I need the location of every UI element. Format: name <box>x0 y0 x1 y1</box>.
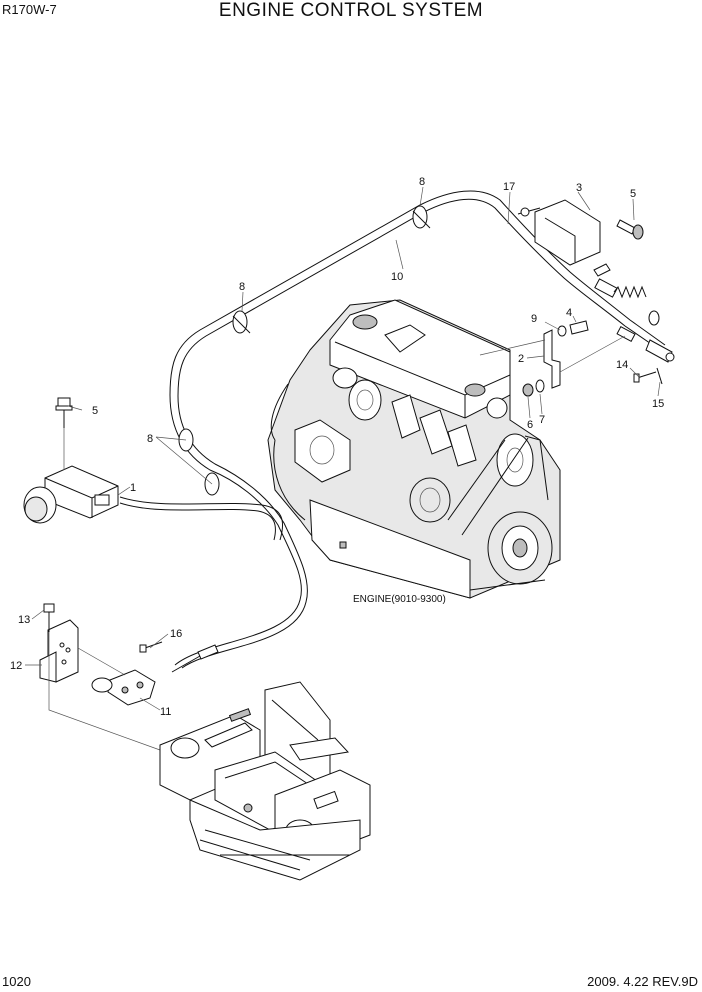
bolt-5-left <box>55 397 73 470</box>
nut-6 <box>522 383 534 397</box>
cable-rod-end <box>616 326 675 363</box>
leader-lines <box>25 186 661 711</box>
cable-clamp-mid <box>232 310 251 334</box>
lever-bracket <box>543 329 561 389</box>
washer-7 <box>535 379 545 393</box>
callout-14: 14 <box>616 359 628 371</box>
bracket-nut <box>593 263 611 277</box>
bolt-5-top <box>616 219 644 240</box>
callout-8: 8 <box>419 176 425 188</box>
model-label: R170W-7 <box>2 2 57 17</box>
dial-cable-2 <box>119 502 276 541</box>
bolt-14 <box>633 371 657 383</box>
pin-15 <box>656 367 663 385</box>
washer-9 <box>557 325 567 337</box>
revision-label: 2009. 4.22 REV.9D <box>587 974 698 989</box>
callout-9: 9 <box>531 313 537 325</box>
cable-clamp-upper <box>412 205 431 229</box>
callout-1: 1 <box>130 482 136 494</box>
callout-5: 5 <box>630 188 636 200</box>
dial-cable <box>119 496 284 541</box>
callout-13: 13 <box>18 614 30 626</box>
callout-11: 11 <box>160 706 171 718</box>
cable-spring-end <box>594 278 660 326</box>
bolt-4 <box>569 320 589 335</box>
page-title: ENGINE CONTROL SYSTEM <box>218 0 484 21</box>
engine-label: ENGINE(9010-9300) <box>353 594 446 605</box>
cable-bracket <box>517 199 601 266</box>
callout-6: 6 <box>527 419 533 431</box>
callout-17: 17 <box>503 181 515 193</box>
control-motor <box>23 465 119 524</box>
operator-seat <box>159 681 371 881</box>
callout-7: 7 <box>539 414 545 426</box>
dial-switch <box>39 603 219 751</box>
callout-12: 12 <box>10 660 22 672</box>
callout-3: 3 <box>576 182 582 194</box>
callout-15: 15 <box>652 398 664 410</box>
engine-assembly <box>267 299 561 599</box>
callout-10: 10 <box>391 271 403 283</box>
callout-8: 8 <box>239 281 245 293</box>
callout-8: 8 <box>147 433 153 445</box>
callout-4: 4 <box>566 307 572 319</box>
callout-2: 2 <box>518 353 524 365</box>
page-number: 1020 <box>2 974 31 989</box>
callout-5: 5 <box>92 405 98 417</box>
callout-16: 16 <box>170 628 182 640</box>
